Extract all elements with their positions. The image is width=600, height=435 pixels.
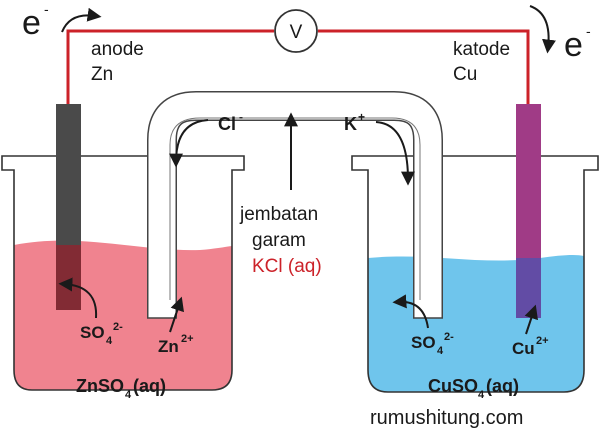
right-sulfate-label: SO <box>411 333 436 352</box>
left-wire <box>66 29 274 104</box>
right-wire <box>318 29 530 104</box>
left-beaker-outline <box>1 155 245 391</box>
electron-right-arrow <box>529 5 556 54</box>
bridge-caption-kcl: KCl (aq) <box>252 256 322 277</box>
chloride-ion-label: Cl <box>218 114 236 134</box>
copper-ion-arrow <box>524 304 538 335</box>
electron-right-label: e <box>564 26 583 64</box>
watermark: rumushitung.com <box>370 407 523 429</box>
voltmeter <box>274 9 318 53</box>
chloride-ion-sup: - <box>239 110 243 124</box>
bridge-caption-line1: jembatan <box>239 204 318 225</box>
electron-left-arrow <box>61 7 102 33</box>
anode-label: anode <box>91 39 144 60</box>
left-solution-sub: 4 <box>125 389 132 401</box>
anode-metal: Zn <box>91 64 113 85</box>
left-beaker <box>1 155 245 391</box>
zinc-ion-label: Zn <box>158 337 179 356</box>
chloride-flow-arrow <box>169 119 209 168</box>
bridge-caption-line2: garam <box>252 230 306 251</box>
external-circuit: V <box>66 9 530 104</box>
potassium-ion-label: K <box>344 114 357 134</box>
left-sulfate-sup: 2- <box>113 321 123 333</box>
copper-ion-sup: 2+ <box>536 335 549 347</box>
cathode-metal: Cu <box>453 64 477 85</box>
right-liquid <box>368 254 584 392</box>
cathode-label: katode <box>453 39 510 60</box>
right-sulfate-arrow <box>392 294 429 329</box>
zinc-electrode-submerged <box>56 245 81 310</box>
zinc-ion-arrow <box>169 296 184 333</box>
electron-right-sup: - <box>586 23 591 39</box>
potassium-flow-arrow <box>375 121 415 186</box>
right-solution-tail: (aq) <box>486 376 519 396</box>
left-sulfate-label: SO <box>80 323 105 342</box>
left-solution-tail: (aq) <box>133 376 166 396</box>
copper-ion-label: Cu <box>512 339 535 358</box>
voltmeter-label: V <box>290 22 303 43</box>
right-solution-label: CuSO <box>428 376 478 396</box>
electron-left-sup: - <box>44 1 49 17</box>
left-sulfate-arrow <box>58 277 98 319</box>
electron-left-label: e <box>22 4 41 42</box>
zinc-ion-sup: 2+ <box>181 333 194 345</box>
left-solution-label: ZnSO <box>76 376 124 396</box>
left-liquid <box>14 240 232 390</box>
right-beaker <box>351 155 599 393</box>
right-beaker-outline <box>351 155 599 393</box>
left-sulfate-sub: 4 <box>106 335 113 347</box>
right-sulfate-sup: 2- <box>444 331 454 343</box>
potassium-ion-sup: + <box>358 110 365 124</box>
right-sulfate-sub: 4 <box>437 345 444 357</box>
copper-electrode-submerged <box>516 258 541 318</box>
right-solution-sub: 4 <box>478 389 485 401</box>
